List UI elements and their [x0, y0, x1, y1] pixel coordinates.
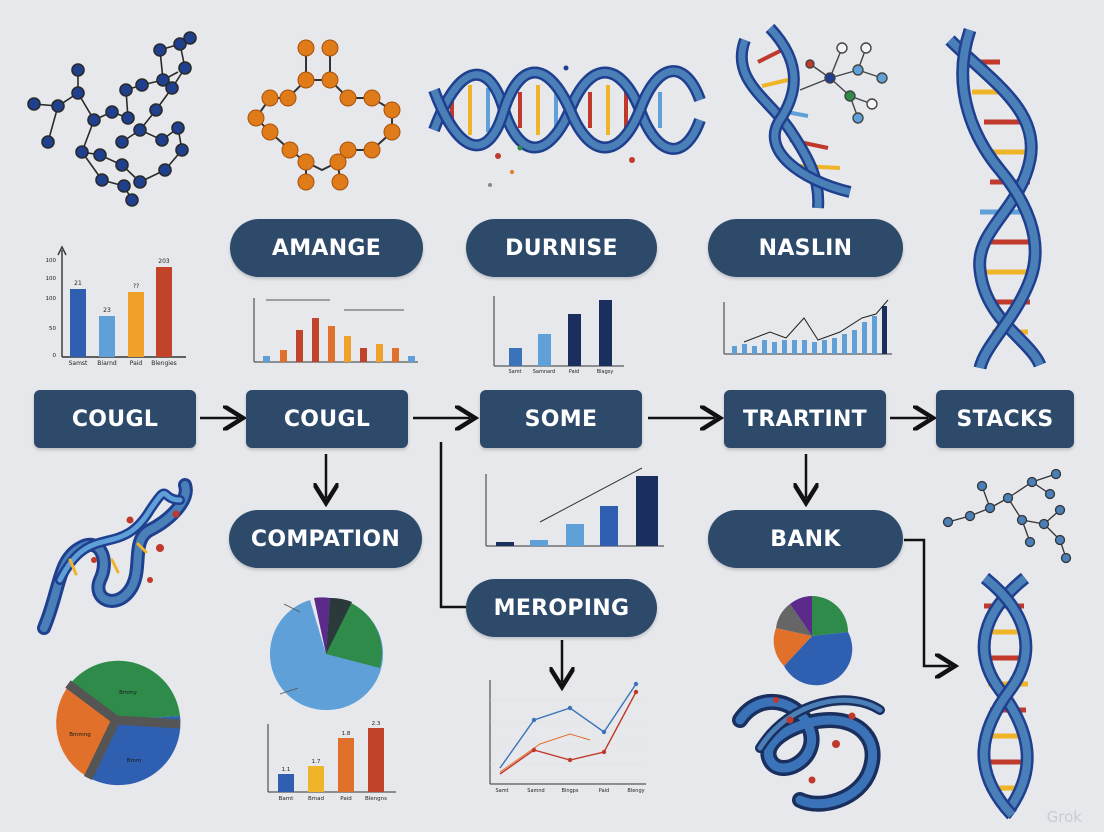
node-cougl-start: COUGL [34, 390, 196, 448]
bar-chart-left: 21 23 ?? 203 Samst Biarnd Paid Blengies … [46, 245, 186, 367]
x-tick-label: Blengns [365, 796, 387, 802]
node-cougl: COUGL [246, 390, 408, 448]
y-tick-label: 0 [53, 353, 57, 359]
bar [263, 318, 415, 362]
bar-chart-multi [253, 298, 418, 363]
x-tick-label: Biarnd [97, 360, 117, 367]
x-tick-label: Samt [508, 369, 521, 375]
x-tick-label: Bamt [279, 796, 295, 802]
node-stacks: STACKS [936, 390, 1074, 448]
x-tick-label: Samnd [527, 788, 544, 794]
bar [70, 267, 172, 357]
pie-label: Bmmng [69, 732, 90, 738]
node-amange: AMANGE [230, 219, 423, 277]
x-tick-label: Blagsy [597, 369, 614, 375]
protein-ribbon-icon [732, 694, 885, 812]
line-series [499, 683, 637, 769]
x-tick-label: Paid [130, 360, 143, 367]
node-compation: COMPATION [229, 510, 422, 568]
y-tick-label: 100 [46, 258, 57, 264]
bar-chart-5 [485, 467, 664, 547]
line-point [531, 681, 639, 763]
x-tick-label: Blengies [151, 360, 177, 367]
connectors [200, 418, 950, 682]
dna-helix-icon [735, 23, 852, 209]
bar-value-label: 1.1 [282, 767, 291, 773]
bar-value-label: 2.3 [372, 721, 381, 727]
trend-line [743, 299, 889, 343]
arrow-bank-to-dna [904, 538, 950, 666]
bar-value-label: 21 [74, 280, 82, 287]
line-series [499, 733, 591, 773]
node-bank: BANK [708, 510, 903, 568]
y-tick-label: 100 [46, 296, 57, 302]
x-tick-label: Samst [69, 360, 88, 367]
protein-ribbon-icon [37, 478, 193, 635]
bar-value-label: 203 [158, 258, 170, 265]
x-tick-label: Paid [340, 796, 351, 802]
molecule-icon [27, 31, 197, 207]
bar-chart-3: Samt Samnard Paid Blagsy [493, 296, 624, 375]
x-tick-label: Paid [599, 788, 609, 794]
node-naslin: NASLIN [708, 219, 903, 277]
line-series [499, 691, 637, 775]
x-tick-label: Blengy [627, 788, 644, 794]
trend-line [539, 467, 643, 523]
bar-chart-bottom: 1.1 1.7 1.8 2.3 Bamt Bmad Paid Blengns [267, 721, 396, 802]
bar [278, 728, 384, 792]
bar-value-label: 1.8 [342, 731, 351, 737]
pie-chart-left: Bmmy Bmmng Bmm [56, 660, 181, 786]
pie-label: Bmm [127, 758, 142, 764]
pie-chart-right [773, 596, 853, 686]
node-trartint: TRARTINT [724, 390, 886, 448]
line-chart-bottom: Samt Samnd Blngps Paid Blengy [489, 680, 646, 794]
x-tick-label: Blngps [562, 788, 579, 794]
bar-value-label: 1.7 [312, 759, 321, 765]
dna-helix-icon [945, 27, 1047, 370]
dna-helix-icon [977, 572, 1034, 820]
network-tree-icon [799, 42, 888, 124]
dna-helix-icon [428, 65, 706, 187]
node-some: SOME [480, 390, 642, 448]
y-tick-label: 50 [49, 326, 56, 332]
x-tick-label: Samnard [533, 369, 555, 375]
x-tick-label: Samt [495, 788, 508, 794]
node-meroping: MEROPING [466, 579, 657, 637]
bar [509, 300, 612, 366]
pie-label: Bmmy [119, 690, 137, 696]
watermark: Grok [1046, 808, 1082, 826]
connector-to-meroping [439, 442, 466, 609]
network-tree-icon [942, 468, 1072, 564]
y-tick-label: 100 [46, 276, 57, 282]
bar-value-label: 23 [103, 307, 111, 314]
x-tick-label: Bmad [308, 796, 324, 802]
node-durnise: DURNISE [466, 219, 657, 277]
bar-value-label: ?? [133, 283, 139, 290]
bar-chart-4 [723, 299, 892, 355]
bar [496, 476, 658, 546]
pie-chart-center [269, 597, 384, 711]
bar [732, 306, 887, 354]
x-tick-label: Paid [569, 369, 579, 375]
molecule-icon [247, 39, 401, 191]
